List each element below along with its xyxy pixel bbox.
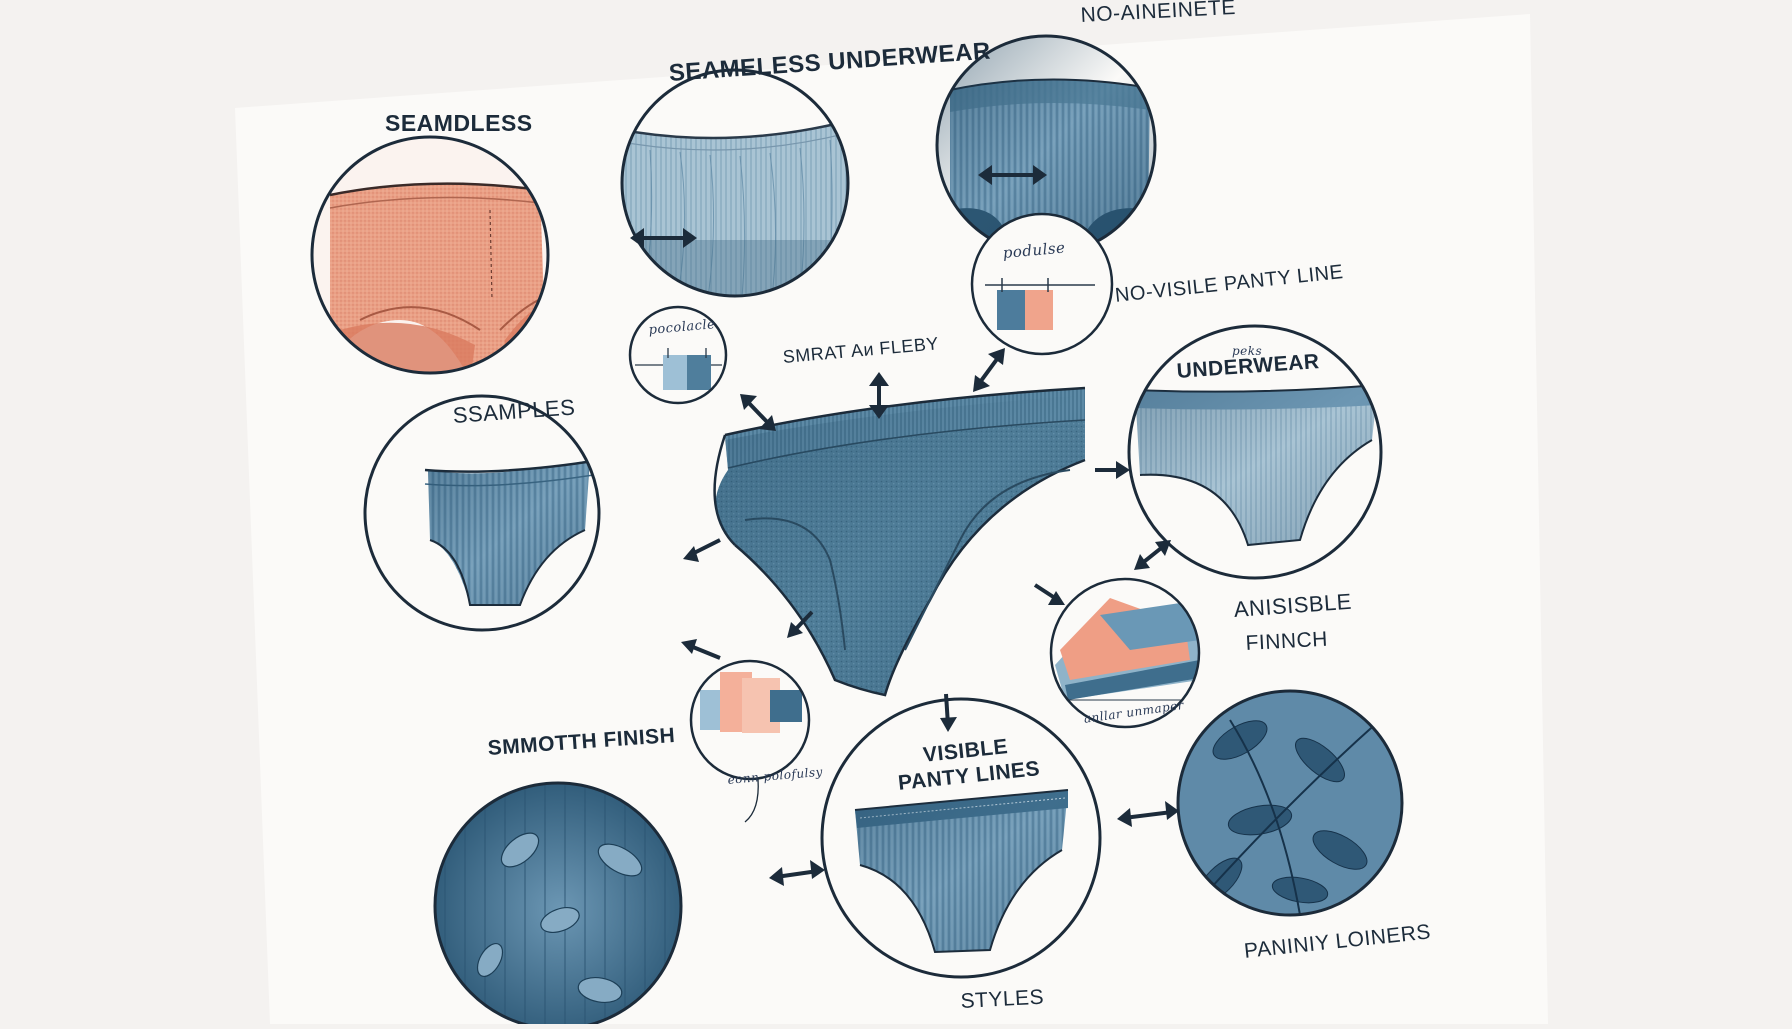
fabric-samples-circle	[689, 659, 811, 823]
label-finnch: FINNCH	[1245, 627, 1329, 655]
label-peks: peks	[1232, 344, 1263, 358]
pocolacle-swatch-circle	[628, 305, 728, 405]
double-arrow-icon	[1117, 801, 1179, 827]
double-arrow-icon	[973, 348, 1005, 392]
arrow-icon	[681, 639, 721, 660]
arrow-icon	[940, 693, 957, 732]
label-seamdless: SEAMDLESS	[385, 110, 533, 136]
double-arrow-icon	[869, 372, 889, 419]
double-arrow-icon	[630, 228, 697, 248]
double-arrow-icon	[769, 860, 825, 886]
visible-panty-lines-circle	[820, 697, 1102, 979]
double-arrow-icon	[740, 394, 776, 431]
arrow-icon	[787, 610, 814, 638]
no-visible-line-circle	[935, 34, 1157, 256]
arrow-icon	[1095, 461, 1130, 479]
label-styles: STYLES	[960, 985, 1045, 1013]
arrow-icon	[1033, 583, 1065, 605]
double-arrow-icon	[978, 165, 1047, 185]
arrow-icon	[683, 538, 721, 562]
podulse-swatch-circle	[970, 212, 1114, 356]
double-arrow-icon	[1134, 540, 1171, 570]
connector-arrows	[630, 165, 1179, 886]
underwear-peks-circle	[1127, 324, 1383, 580]
layered-fabric-circle	[1049, 577, 1201, 729]
smooth-finish-circle	[363, 394, 601, 632]
